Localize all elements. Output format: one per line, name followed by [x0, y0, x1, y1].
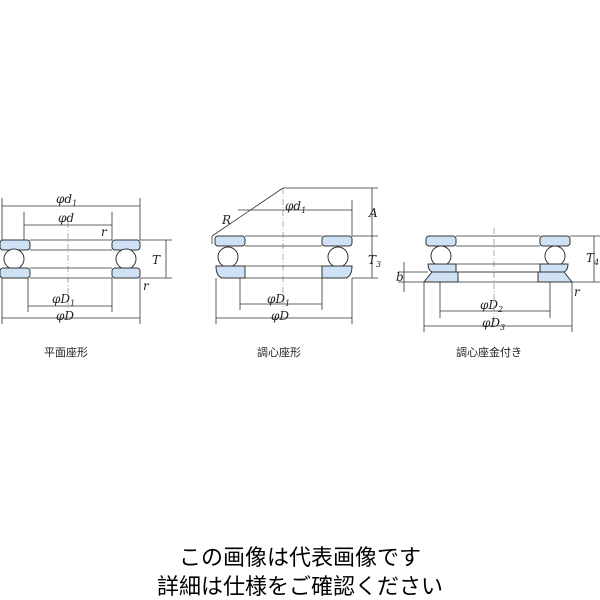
ball-right	[327, 246, 349, 268]
label-phi-d1: φd1	[285, 199, 306, 215]
lower-race-right	[539, 263, 569, 273]
label-phi-D2: φD2	[480, 298, 503, 314]
label-T3: T3	[368, 253, 381, 269]
seat-washer-left	[422, 271, 459, 283]
upper-race-left	[425, 235, 457, 247]
lower-race-left	[0, 267, 31, 279]
caption-flat-seat: 平面座形	[44, 345, 88, 359]
upper-race-left	[0, 239, 31, 251]
label-R: R	[221, 213, 231, 227]
figure-flat-seat: φd1 φd r T r φD1 φD 平面座形	[0, 192, 172, 359]
label-phi-D1: φD1	[267, 292, 290, 308]
label-phi-d: φd	[58, 211, 74, 225]
label-phi-D1: φD1	[52, 292, 75, 308]
representative-image-note: この画像は代表画像です	[179, 546, 421, 571]
label-phi-d1: φd1	[56, 192, 77, 208]
lower-race-right	[321, 265, 353, 279]
label-T4: T4	[586, 251, 599, 267]
upper-race-left	[214, 235, 246, 247]
upper-race-right	[321, 235, 353, 247]
lower-race-right	[111, 267, 141, 279]
ball-left	[217, 246, 239, 268]
label-b: b	[396, 270, 404, 284]
label-r: r	[574, 285, 581, 299]
label-A: A	[368, 206, 378, 220]
upper-race-right	[539, 235, 571, 247]
label-r-top: r	[101, 225, 108, 239]
ball-right	[544, 245, 566, 267]
lower-race-left	[215, 265, 246, 279]
seat-washer-right	[537, 271, 574, 283]
figure-aligning-seat-washer: T4 b r φD2 φD3 調心座金付き	[396, 228, 600, 359]
label-phi-D: φD	[271, 309, 289, 323]
label-r-bottom: r	[143, 279, 150, 293]
figure-aligning-seat: φd1 R A T3 φD1 φD 調心座形	[211, 187, 381, 359]
ball-right	[115, 248, 137, 270]
lower-race-left	[427, 263, 457, 273]
label-phi-D3: φD3	[482, 316, 505, 332]
ball-left	[430, 245, 452, 267]
check-specifications-note: 詳細は仕様をご確認ください	[157, 575, 443, 600]
ball-left	[3, 248, 25, 270]
caption-aligning-seat: 調心座形	[257, 345, 301, 359]
label-phi-D: φD	[56, 309, 74, 323]
label-T: T	[152, 253, 161, 267]
caption-aligning-seat-washer: 調心座金付き	[456, 345, 522, 359]
